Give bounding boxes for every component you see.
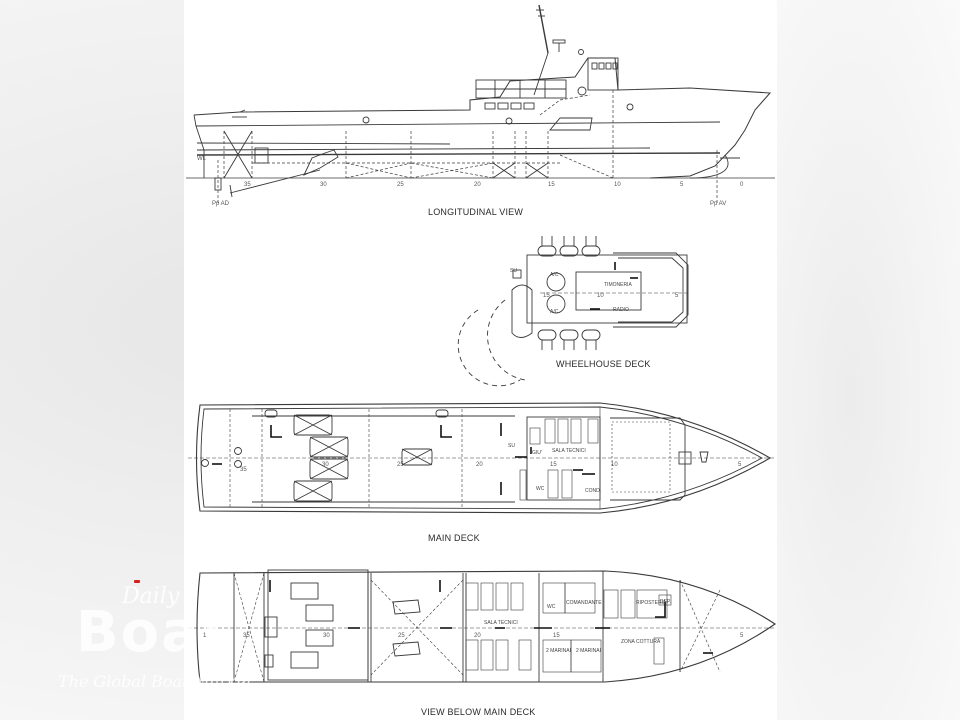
svg-text:35: 35 [240,467,247,473]
title-view-below-main-deck: VIEW BELOW MAIN DECK [421,707,536,717]
svg-text:25: 25 [397,462,404,468]
svg-text:COMANDANTE: COMANDANTE [566,600,602,606]
svg-text:20: 20 [476,462,483,468]
svg-text:30: 30 [322,462,329,468]
svg-text:DEP.: DEP. [660,599,671,605]
svg-text:35: 35 [243,633,250,639]
wheelhouse-deck-plan [457,236,690,387]
room-labels: A/C A/C TIMONERIA RADIO SU SALA TECNICI … [484,268,671,654]
main-deck-plan [188,402,775,514]
svg-text:15: 15 [550,462,557,468]
svg-text:35: 35 [244,182,251,188]
svg-text:25: 25 [398,633,405,639]
svg-text:5: 5 [675,293,679,299]
svg-text:15: 15 [553,633,560,639]
view-titles: LONGITUDINAL VIEW WHEELHOUSE DECK MAIN D… [421,207,651,717]
svg-text:SU: SU [508,443,515,449]
svg-text:10: 10 [597,293,604,299]
svg-text:RADIO: RADIO [613,307,629,313]
svg-text:0: 0 [740,182,744,188]
svg-text:2 MARINAI: 2 MARINAI [576,648,601,654]
title-wheelhouse-deck: WHEELHOUSE DECK [556,359,651,369]
svg-text:5: 5 [738,462,742,468]
svg-text:10: 10 [611,462,618,468]
svg-text:20: 20 [474,182,481,188]
svg-text:WC: WC [547,604,556,610]
svg-text:10: 10 [614,182,621,188]
svg-text:WC: WC [536,486,545,492]
svg-text:Pp AD: Pp AD [212,201,230,207]
svg-text:ZONA COTTURA: ZONA COTTURA [621,639,661,645]
svg-text:WL: WL [197,156,207,162]
svg-text:GIU': GIU' [532,450,542,456]
svg-text:A/C: A/C [550,309,559,315]
svg-text:TIMONERIA: TIMONERIA [604,282,632,288]
svg-text:5: 5 [680,182,684,188]
svg-text:30: 30 [320,182,327,188]
svg-text:RIPOSTERIA: RIPOSTERIA [636,600,667,606]
svg-text:SALA TECNICI: SALA TECNICI [484,620,518,626]
svg-text:25: 25 [397,182,404,188]
svg-text:Pp AV: Pp AV [710,201,726,207]
svg-text:SALA TECNICI: SALA TECNICI [552,448,586,454]
svg-text:15: 15 [543,293,550,299]
below-main-deck-plan [188,569,776,683]
longitudinal-view [186,4,775,205]
svg-text:20: 20 [474,633,481,639]
svg-text:30: 30 [323,633,330,639]
svg-text:COND.: COND. [585,488,601,494]
svg-text:2 MARINAI: 2 MARINAI [546,648,571,654]
drawing-sheet [184,0,777,720]
svg-text:A/C: A/C [550,272,559,278]
background-right [777,0,960,720]
title-main-deck: MAIN DECK [428,533,480,543]
svg-text:1: 1 [203,633,207,639]
svg-text:SU: SU [510,268,517,274]
svg-text:5: 5 [740,633,744,639]
svg-text:15: 15 [548,182,555,188]
title-longitudinal-view: LONGITUDINAL VIEW [428,207,523,217]
